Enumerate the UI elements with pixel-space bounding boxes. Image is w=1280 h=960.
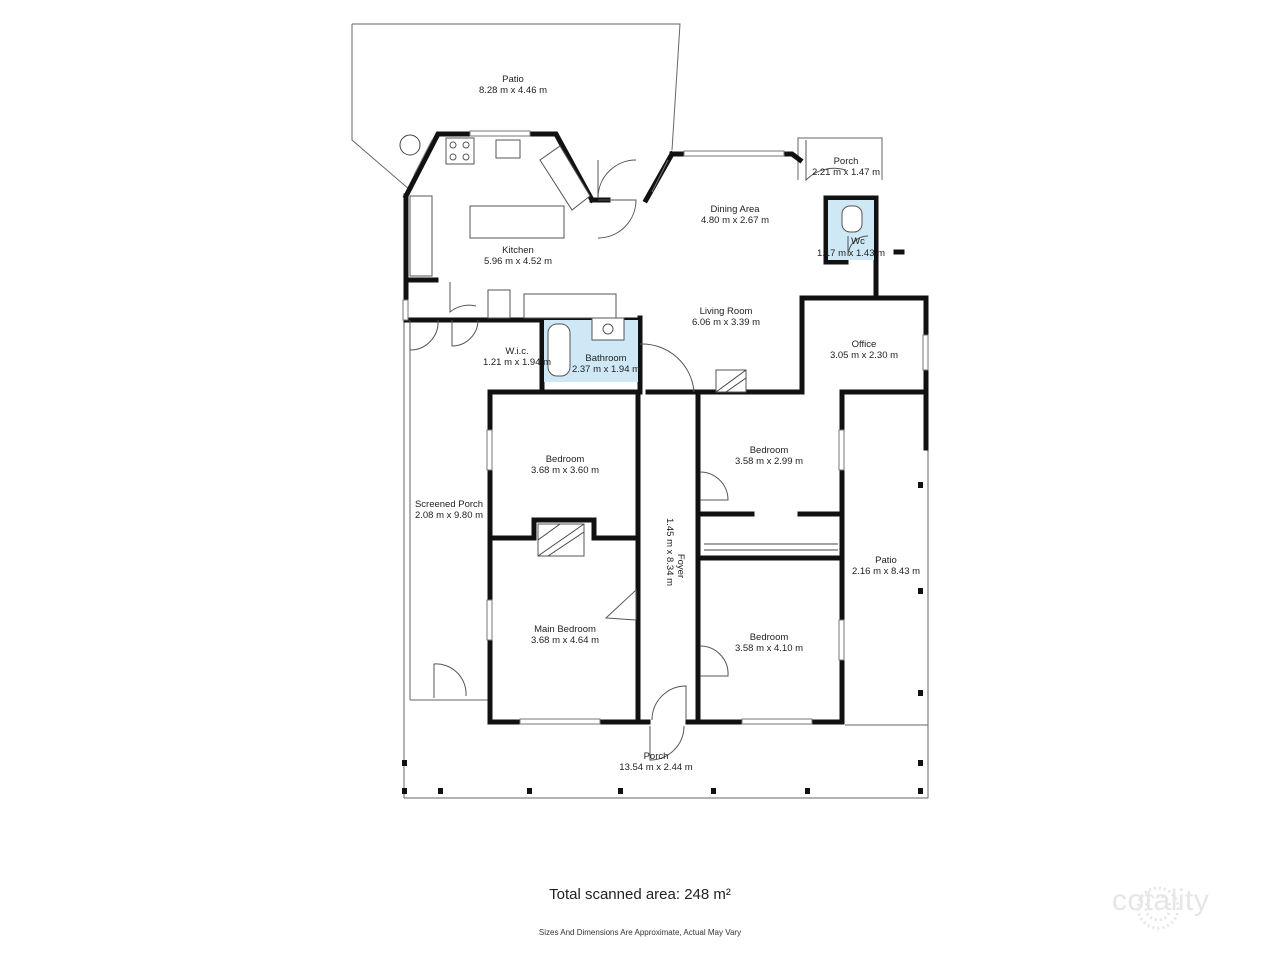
- svg-text:Patio: Patio: [875, 555, 897, 566]
- room-label-bedroom-west: Bedroom 3.68 m x 3.60 m: [531, 454, 599, 476]
- svg-text:13.54 m x 2.44 m: 13.54 m x 2.44 m: [619, 762, 692, 773]
- room-label-screened-porch: Screened Porch 2.08 m x 9.80 m: [415, 499, 483, 521]
- svg-text:Screened Porch: Screened Porch: [415, 499, 483, 510]
- screened-porch-outline: [403, 320, 488, 798]
- svg-text:1.21 m x 1.94 m: 1.21 m x 1.94 m: [483, 357, 551, 368]
- svg-text:8.28 m x 4.46 m: 8.28 m x 4.46 m: [479, 85, 547, 96]
- room-label-foyer: Foyer 1.45 m x 8.34 m: [664, 518, 686, 586]
- svg-text:Bedroom: Bedroom: [750, 632, 789, 643]
- room-label-bedroom-south: Bedroom 3.58 m x 4.10 m: [735, 632, 803, 654]
- svg-text:Porch: Porch: [834, 156, 859, 167]
- dimensions-disclaimer: Sizes And Dimensions Are Approximate, Ac…: [538, 928, 742, 937]
- room-label-patio-east: Patio 2.16 m x 8.43 m: [852, 555, 920, 577]
- svg-text:4.80 m x 2.67 m: 4.80 m x 2.67 m: [701, 215, 769, 226]
- room-label-wc: Wc 1.17 m x 1.43 m: [817, 236, 885, 259]
- svg-text:Bathroom: Bathroom: [585, 353, 626, 364]
- svg-text:Living Room: Living Room: [700, 306, 753, 317]
- svg-text:Kitchen: Kitchen: [502, 245, 534, 256]
- total-scanned-area: Total scanned area: 248 m²: [549, 886, 731, 903]
- room-label-main-bedroom: Main Bedroom 3.68 m x 4.64 m: [531, 624, 599, 646]
- svg-text:Dining Area: Dining Area: [710, 204, 760, 215]
- brand-wordmark: cotality: [1112, 884, 1210, 917]
- room-label-patio-north: Patio 8.28 m x 4.46 m: [479, 74, 547, 96]
- closet-shelf: [704, 543, 838, 551]
- room-label-kitchen: Kitchen 5.96 m x 4.52 m: [484, 245, 552, 267]
- svg-text:2.08 m x 9.80 m: 2.08 m x 9.80 m: [415, 510, 483, 521]
- svg-text:3.05 m x 2.30 m: 3.05 m x 2.30 m: [830, 350, 898, 361]
- wet-areas: [544, 200, 874, 382]
- svg-text:Porch: Porch: [644, 751, 669, 762]
- room-label-bathroom: Bathroom 2.37 m x 1.94 m: [572, 353, 640, 375]
- room-label-wic: W.i.c. 1.21 m x 1.94 m: [483, 346, 551, 368]
- svg-text:2.16 m x 8.43 m: 2.16 m x 8.43 m: [852, 566, 920, 577]
- svg-text:3.58 m x 2.99 m: 3.58 m x 2.99 m: [735, 456, 803, 467]
- svg-text:5.96 m x 4.52 m: 5.96 m x 4.52 m: [484, 256, 552, 267]
- room-label-porch-east: Porch 2.21 m x 1.47 m: [812, 156, 880, 178]
- doors: [409, 140, 847, 761]
- svg-text:2.21 m x 1.47 m: 2.21 m x 1.47 m: [812, 167, 880, 178]
- svg-text:Foyer: Foyer: [675, 554, 686, 578]
- porch-south-outline: [404, 398, 929, 799]
- svg-text:3.58 m x 4.10 m: 3.58 m x 4.10 m: [735, 643, 803, 654]
- windows: [402, 130, 929, 725]
- room-label-living-room: Living Room 6.06 m x 3.39 m: [692, 306, 760, 328]
- svg-text:2.37 m x 1.94 m: 2.37 m x 1.94 m: [572, 364, 640, 375]
- svg-text:Bedroom: Bedroom: [546, 454, 585, 465]
- svg-text:Office: Office: [852, 339, 877, 350]
- svg-text:Patio: Patio: [502, 74, 524, 85]
- patio-north-outline: [351, 23, 681, 191]
- svg-text:3.68 m x 4.64 m: 3.68 m x 4.64 m: [531, 635, 599, 646]
- svg-text:3.68 m x 3.60 m: 3.68 m x 3.60 m: [531, 465, 599, 476]
- porch-posts: [402, 482, 923, 794]
- svg-text:W.i.c.: W.i.c.: [505, 346, 528, 357]
- svg-text:Bedroom: Bedroom: [750, 445, 789, 456]
- svg-text:Main Bedroom: Main Bedroom: [534, 624, 596, 635]
- kitchen-fixtures: [399, 134, 617, 319]
- room-label-dining-area: Dining Area 4.80 m x 2.67 m: [701, 204, 769, 226]
- fireplaces: [537, 369, 747, 557]
- room-label-office: Office 3.05 m x 2.30 m: [830, 339, 898, 361]
- cotality-logo-icon: [1136, 886, 1180, 930]
- svg-text:1.45 m x 8.34 m: 1.45 m x 8.34 m: [664, 518, 675, 586]
- svg-text:1.17 m x 1.43 m: 1.17 m x 1.43 m: [817, 248, 885, 259]
- svg-text:6.06 m x 3.39 m: 6.06 m x 3.39 m: [692, 317, 760, 328]
- svg-text:Wc: Wc: [851, 236, 865, 247]
- room-label-bedroom-east: Bedroom 3.58 m x 2.99 m: [735, 445, 803, 467]
- room-label-porch-south: Porch 13.54 m x 2.44 m: [619, 751, 692, 773]
